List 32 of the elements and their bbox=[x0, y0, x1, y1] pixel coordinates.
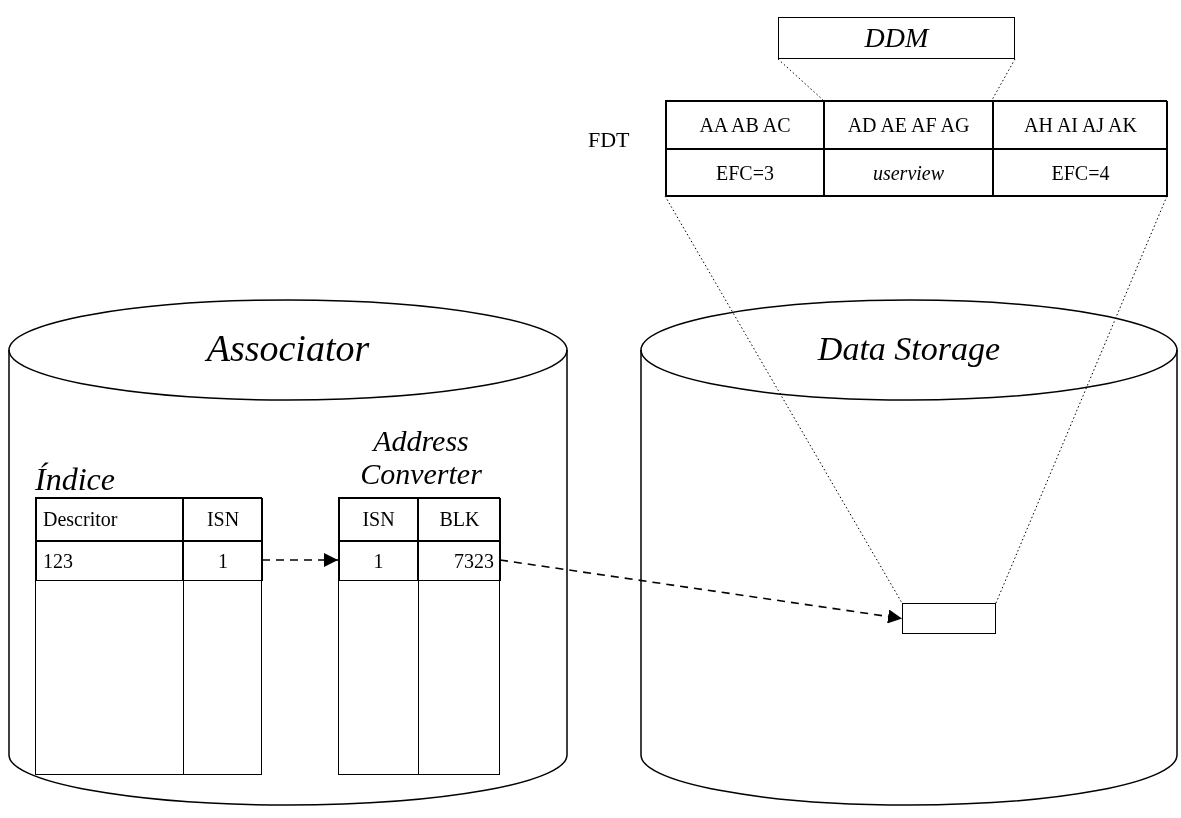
table-cell: AH AI AJ AK bbox=[993, 101, 1168, 149]
table-cell: BLK bbox=[418, 498, 501, 541]
table-cell: Descritor bbox=[36, 498, 183, 541]
table-cell: 1 bbox=[183, 541, 263, 581]
database-cylinder bbox=[8, 300, 568, 805]
record-box bbox=[902, 603, 996, 634]
cylinder-title: Data Storage bbox=[816, 330, 1002, 368]
table-heading: Índice bbox=[35, 462, 115, 498]
table-cell: userview bbox=[824, 149, 993, 197]
arrow bbox=[261, 553, 339, 567]
cylinder-title: Associator bbox=[203, 328, 371, 370]
table bbox=[338, 497, 500, 775]
table-cell: 123 bbox=[36, 541, 183, 581]
table-heading: Address Converter bbox=[359, 424, 483, 490]
table-cell: AA AB AC bbox=[666, 101, 824, 149]
table-cell: ISN bbox=[183, 498, 263, 541]
database-cylinder bbox=[640, 300, 1178, 805]
table-cell: 7323 bbox=[418, 541, 501, 581]
table bbox=[35, 497, 262, 775]
connector-line bbox=[995, 195, 1168, 604]
table-cell: ISN bbox=[339, 498, 418, 541]
table-cell: 1 bbox=[339, 541, 418, 581]
connector-line bbox=[991, 58, 1016, 101]
table-cell: EFC=4 bbox=[993, 149, 1168, 197]
connector-line bbox=[777, 58, 824, 101]
label-box: DDM bbox=[778, 17, 1015, 59]
arrow bbox=[499, 559, 903, 624]
connector-line bbox=[664, 195, 903, 604]
table-cell: EFC=3 bbox=[666, 149, 824, 197]
table-cell: AD AE AF AG bbox=[824, 101, 993, 149]
table-heading: FDT bbox=[588, 128, 630, 153]
table bbox=[665, 100, 1167, 196]
